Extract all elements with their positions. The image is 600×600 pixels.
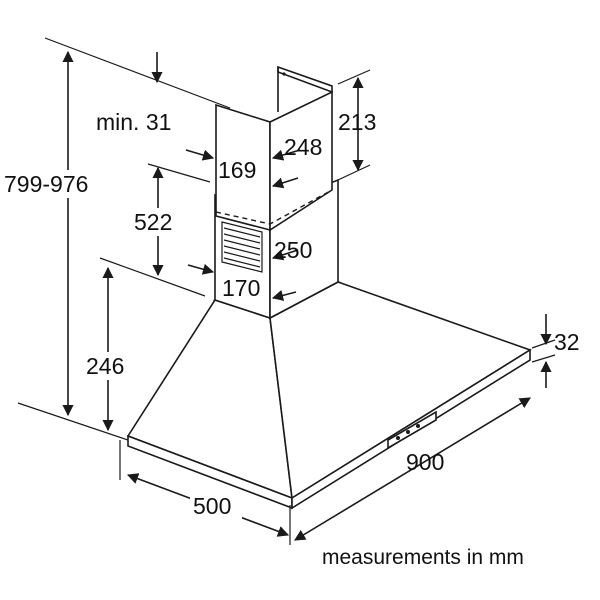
upper-width-arrow-2 bbox=[271, 177, 299, 189]
upper-chimney-depth-label: 169 bbox=[218, 157, 256, 183]
edge-thickness-label: 32 bbox=[554, 329, 580, 355]
upper-chimney bbox=[215, 65, 333, 232]
upper-chimney-width-label: 248 bbox=[284, 134, 322, 160]
canopy-height-label: 246 bbox=[86, 353, 124, 379]
control-button-icon bbox=[406, 430, 410, 434]
lower-depth-arrow bbox=[187, 263, 215, 275]
min-offset-label: min. 31 bbox=[96, 109, 171, 135]
hood-depth-label: 500 bbox=[193, 493, 231, 519]
dimension-lines bbox=[62, 50, 552, 541]
upper-chimney-bracket bbox=[277, 65, 333, 94]
hood-width-label: 900 bbox=[406, 449, 444, 475]
lower-chimney-depth-label: 170 bbox=[222, 275, 260, 301]
hood-width-dimension bbox=[294, 397, 531, 541]
units-caption: measurements in mm bbox=[322, 546, 524, 569]
dimension-labels: 799-976 min. 31 169 248 213 522 250 170 … bbox=[0, 109, 580, 569]
upper-depth-arrow bbox=[185, 149, 215, 161]
reference-lines bbox=[17, 37, 556, 545]
control-button-icon bbox=[396, 436, 400, 440]
lower-width-arrow-2 bbox=[271, 290, 297, 301]
lower-width-arrow bbox=[271, 249, 299, 261]
upper-chimney-height-label: 213 bbox=[338, 109, 376, 135]
overlap-dashed-line bbox=[215, 189, 333, 225]
total-height-label: 799-976 bbox=[4, 171, 88, 197]
lower-chimney-height-label: 522 bbox=[134, 209, 172, 235]
hood-canopy bbox=[126, 269, 532, 510]
upper-width-arrow bbox=[271, 149, 301, 161]
vent-grille bbox=[221, 221, 263, 273]
control-button-icon bbox=[416, 424, 420, 428]
canopy-right-face bbox=[269, 281, 532, 500]
lower-chimney-width-label: 250 bbox=[274, 237, 312, 263]
